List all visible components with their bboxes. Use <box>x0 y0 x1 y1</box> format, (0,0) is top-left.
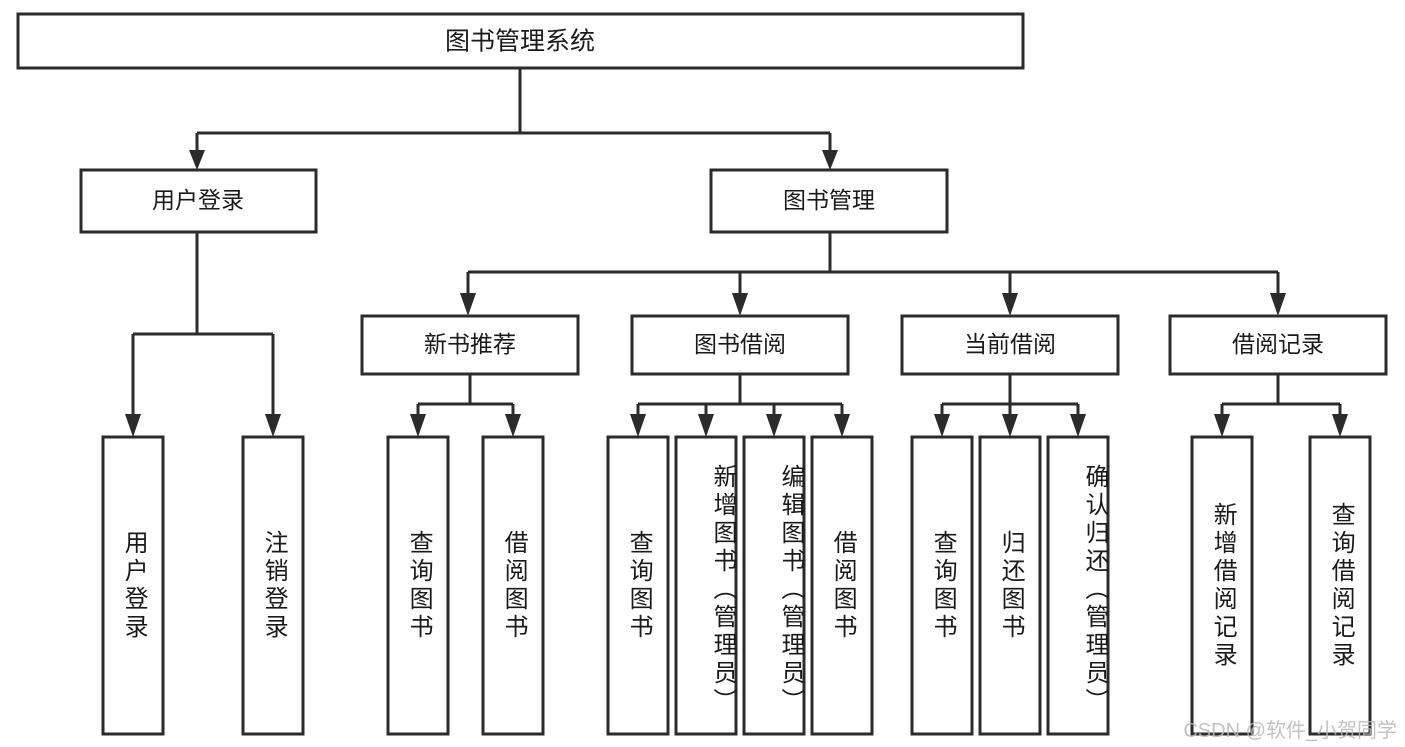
arrow-to-borrow <box>732 293 748 316</box>
leaf-box-query-book-1[interactable] <box>386 435 450 736</box>
node-new-book-recommend[interactable]: 新书推荐 <box>360 314 580 376</box>
arrow-to-new-book <box>460 293 476 316</box>
leaf-box-edit-book[interactable] <box>742 435 806 736</box>
arrow-leaf-add-book <box>698 414 714 437</box>
arrow-leaf-add-record <box>1214 414 1230 437</box>
arrow-leaf-query-book-1 <box>410 414 426 437</box>
arrow-leaf-query-book-2 <box>630 414 646 437</box>
leaf-box-borrow-book-1[interactable] <box>481 435 545 736</box>
leaf-box-query-book-2[interactable] <box>606 435 670 736</box>
node-new-book-recommend-label: 新书推荐 <box>424 331 516 357</box>
leaf-box-query-record[interactable] <box>1308 435 1372 736</box>
leaf-boxes <box>101 435 1372 736</box>
connectors <box>125 68 1348 437</box>
arrow-leaf-query-book-3 <box>934 414 950 437</box>
node-book-borrow[interactable]: 图书借阅 <box>630 314 850 376</box>
leaf-box-add-book[interactable] <box>674 435 738 736</box>
arrow-leaf-edit-book <box>766 414 782 437</box>
arrow-to-book-manage <box>822 150 838 170</box>
leaf-box-user-login[interactable] <box>101 435 165 736</box>
arrow-to-user-login <box>189 150 205 170</box>
arrow-leaf-borrow-book-1 <box>505 414 521 437</box>
node-root-library-system[interactable]: 图书管理系统 <box>16 12 1025 70</box>
node-book-borrow-label: 图书借阅 <box>694 331 786 357</box>
arrow-leaf-user-login <box>125 414 141 437</box>
node-borrow-record[interactable]: 借阅记录 <box>1168 314 1388 376</box>
node-new-book-recommend-box <box>360 314 580 376</box>
node-book-management[interactable]: 图书管理 <box>709 168 949 234</box>
leaf-box-add-record[interactable] <box>1190 435 1254 736</box>
leaf-box-return-book[interactable] <box>978 435 1042 736</box>
node-user-login-box <box>79 168 318 234</box>
node-current-borrow-box <box>900 314 1120 376</box>
node-current-borrow[interactable]: 当前借阅 <box>900 314 1120 376</box>
node-book-management-box <box>709 168 949 234</box>
node-borrow-record-box <box>1168 314 1388 376</box>
node-user-login[interactable]: 用户登录 <box>79 168 318 234</box>
arrow-to-borrow-record <box>1270 293 1286 316</box>
leaf-box-user-logout[interactable] <box>241 435 305 736</box>
leaf-box-borrow-book-2[interactable] <box>810 435 874 736</box>
arrow-to-current-borrow <box>1002 293 1018 316</box>
arrow-leaf-confirm-return <box>1070 414 1086 437</box>
node-root-box <box>16 12 1025 70</box>
leaf-box-confirm-return[interactable] <box>1046 435 1110 736</box>
node-user-login-label: 用户登录 <box>152 187 244 213</box>
node-book-management-label: 图书管理 <box>783 187 875 213</box>
node-book-borrow-box <box>630 314 850 376</box>
arrow-leaf-user-logout <box>265 414 281 437</box>
node-root-label: 图书管理系统 <box>445 28 595 56</box>
node-current-borrow-label: 当前借阅 <box>964 331 1056 357</box>
arrow-leaf-query-record <box>1332 414 1348 437</box>
node-borrow-record-label: 借阅记录 <box>1232 331 1324 357</box>
leaf-box-query-book-3[interactable] <box>910 435 974 736</box>
arrow-leaf-borrow-book-2 <box>834 414 850 437</box>
arrow-leaf-return-book <box>1002 414 1018 437</box>
